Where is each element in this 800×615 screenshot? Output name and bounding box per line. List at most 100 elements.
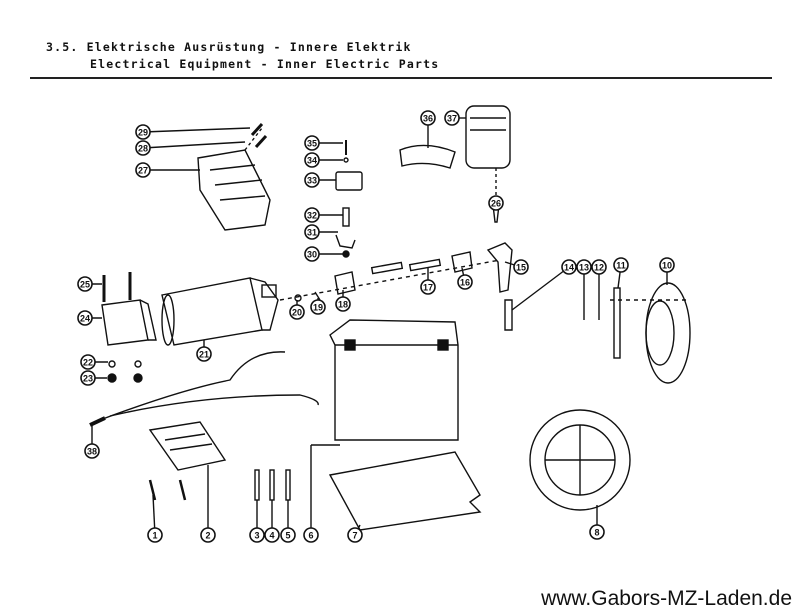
relay-assembly [399, 105, 511, 223]
fuses [254, 469, 291, 501]
callout-30: 30 [304, 246, 320, 262]
callout-circle [77, 276, 93, 292]
callout-circle [591, 259, 607, 275]
callout-21: 21 [196, 346, 212, 362]
callout-7: 7 [347, 527, 363, 543]
callout-12: 12 [591, 259, 607, 275]
callout-number: 2 [205, 531, 210, 541]
callout-13: 13 [576, 259, 592, 275]
callout-number: 31 [307, 228, 317, 238]
callout-number: 25 [80, 280, 90, 290]
callout-number: 13 [579, 263, 589, 273]
callout-circle [561, 259, 577, 275]
callout-28: 28 [135, 140, 151, 156]
callout-23: 23 [80, 370, 96, 386]
callout-circle [135, 162, 151, 178]
callout-circle [196, 346, 212, 362]
callout-circle [420, 279, 436, 295]
watermark: www.Gabors-MZ-Laden.de [541, 587, 792, 610]
callout-number: 12 [594, 263, 604, 273]
section-title-english: Electrical Equipment - Inner Electric Pa… [90, 57, 440, 71]
callout-3: 3 [249, 527, 265, 543]
callout-5: 5 [280, 527, 296, 543]
callout-circle [576, 259, 592, 275]
header-divider [30, 77, 772, 79]
callout-19: 19 [310, 299, 326, 315]
callout-18: 18 [335, 296, 351, 312]
callout-circle [303, 527, 319, 543]
callout-6: 6 [303, 527, 319, 543]
callout-number: 14 [564, 263, 574, 273]
regulator-bracket [197, 122, 271, 231]
callout-2: 2 [200, 527, 216, 543]
callout-4: 4 [264, 527, 280, 543]
callout-number: 23 [83, 374, 93, 384]
callout-circle [335, 296, 351, 312]
callout-number: 37 [447, 114, 457, 124]
callout-35: 35 [304, 135, 320, 151]
callout-number: 28 [138, 144, 148, 154]
callout-number: 27 [138, 166, 148, 176]
callout-circle [135, 124, 151, 140]
callout-36: 36 [420, 110, 436, 126]
callout-number: 32 [307, 211, 317, 221]
callout-circle [280, 527, 296, 543]
callout-number: 7 [352, 531, 357, 541]
callout-circle [264, 527, 280, 543]
callout-number: 30 [307, 250, 317, 260]
callout-17: 17 [420, 279, 436, 295]
callout-34: 34 [304, 152, 320, 168]
battery-mat [328, 451, 482, 531]
callout-number: 34 [307, 156, 317, 166]
callout-number: 15 [516, 263, 526, 273]
callout-1: 1 [147, 527, 163, 543]
callout-circle [77, 310, 93, 326]
callout-number: 18 [338, 300, 348, 310]
callout-circle [80, 370, 96, 386]
horn-bracket [613, 287, 621, 359]
callout-circle [444, 110, 460, 126]
horn [610, 282, 691, 384]
callout-number: 26 [491, 199, 501, 209]
callout-circle [513, 259, 529, 275]
callout-10: 10 [659, 257, 675, 273]
wiring-harness [89, 351, 319, 427]
callout-16: 16 [457, 274, 473, 290]
callout-number: 11 [616, 261, 626, 271]
callout-25: 25 [77, 276, 93, 292]
callout-8: 8 [589, 524, 605, 540]
callout-circle [147, 527, 163, 543]
callout-circle [249, 527, 265, 543]
callout-number: 20 [292, 308, 302, 318]
callout-circle [80, 354, 96, 370]
callout-number: 1 [152, 531, 157, 541]
callout-circle [289, 304, 305, 320]
callout-29: 29 [135, 124, 151, 140]
callout-circle [589, 524, 605, 540]
callout-circle [613, 257, 629, 273]
callout-circle [304, 135, 320, 151]
callout-circle [457, 274, 473, 290]
callout-circle [304, 207, 320, 223]
callout-number: 29 [138, 128, 148, 138]
callout-20: 20 [289, 304, 305, 320]
callout-circle [304, 172, 320, 188]
callout-24: 24 [77, 310, 93, 326]
callout-15: 15 [513, 259, 529, 275]
callout-circle [420, 110, 436, 126]
callout-circle [84, 443, 100, 459]
callout-number: 5 [285, 531, 290, 541]
callout-circle [310, 299, 326, 315]
leader-line-14 [511, 266, 570, 311]
callout-number: 38 [87, 447, 97, 457]
terminal-block [335, 140, 363, 258]
callout-circle [304, 152, 320, 168]
coil-cover [101, 272, 157, 383]
leader-line-29 [142, 127, 251, 133]
callout-31: 31 [304, 224, 320, 240]
callout-32: 32 [304, 207, 320, 223]
callout-26: 26 [488, 195, 504, 211]
callout-circle [659, 257, 675, 273]
callout-22: 22 [80, 354, 96, 370]
